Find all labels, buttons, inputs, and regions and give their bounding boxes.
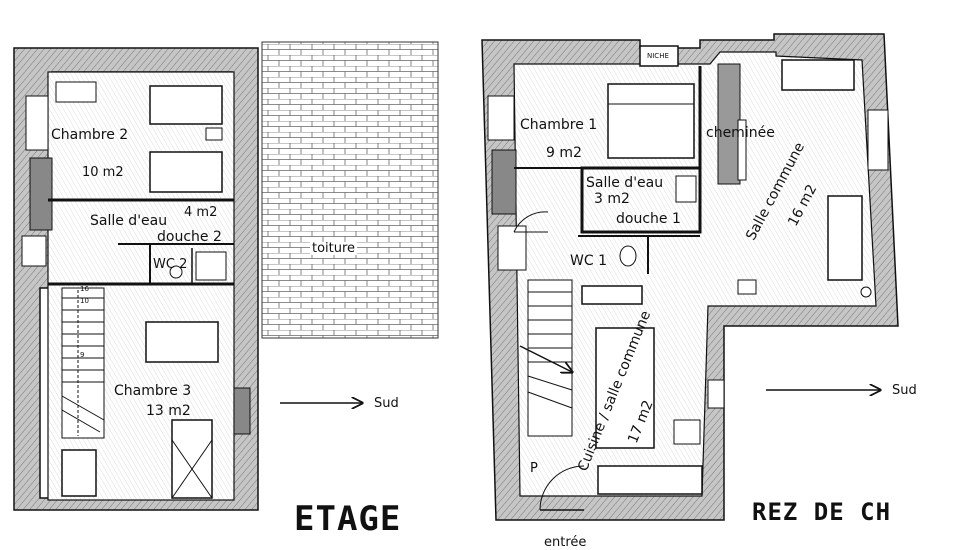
label-wc-1: WC 1 [570, 253, 607, 269]
title-etage: ETAGE [294, 499, 402, 539]
label-sud-ground: Sud [892, 383, 917, 398]
label-chambre-1: Chambre 1 [520, 117, 598, 133]
area-chambre-3: 13 m2 [146, 403, 191, 419]
label-parking: P [530, 461, 538, 476]
label-entree: entrée [544, 535, 587, 550]
roof-area [261, 41, 439, 339]
area-salle-deau-ground: 3 m2 [594, 191, 630, 207]
ground-staircase [519, 279, 572, 437]
stair-number-10: 10 [80, 297, 89, 305]
label-douche-1: douche 1 [616, 211, 681, 227]
niche-box [639, 45, 679, 67]
stair-number-9: 9 [80, 351, 85, 359]
label-cheminee: cheminée [706, 125, 775, 141]
label-toiture: toiture [310, 241, 358, 256]
upper-floor-plan [13, 47, 259, 511]
upper-staircase [61, 287, 105, 439]
area-chambre-1: 9 m2 [546, 145, 582, 161]
label-chambre-3: Chambre 3 [114, 383, 192, 399]
label-sud-upper: Sud [374, 396, 399, 411]
label-wc-2: WC 2 [153, 257, 188, 272]
label-salle-deau-ground: Salle d'eau [586, 175, 664, 191]
ground-floor-plan [481, 33, 899, 521]
title-rez-de-ch: REZ DE CH [752, 498, 892, 526]
area-chambre-2: 10 m2 [82, 165, 124, 180]
label-chambre-2: Chambre 2 [51, 127, 129, 143]
label-niche: NICHE [647, 52, 669, 60]
label-douche-2: douche 2 [157, 229, 222, 245]
label-salle-deau-upper: Salle d'eau [90, 213, 168, 229]
stair-number-16: 16 [80, 285, 89, 293]
area-salle-deau-upper: 4 m2 [184, 205, 218, 220]
